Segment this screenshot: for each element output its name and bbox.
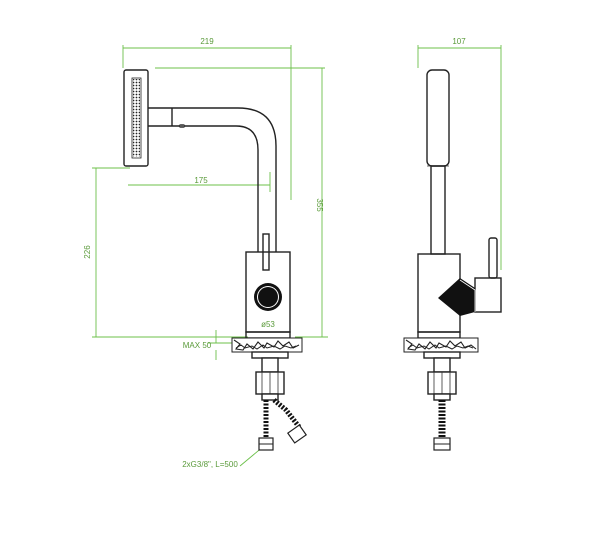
dimension-labels: 219 107 175 355 226 ø53 MAX 50 2xG3/8", … xyxy=(83,37,466,469)
countertop-section-right xyxy=(403,337,479,353)
dim-width-side: 219 xyxy=(200,37,214,46)
dim-width-front: 107 xyxy=(452,37,466,46)
dim-total-height: 355 xyxy=(315,198,324,212)
front-spray-head xyxy=(426,69,450,167)
spout-outer xyxy=(148,107,277,252)
hoses-left xyxy=(258,398,308,451)
front-lever-base xyxy=(474,277,502,313)
spray-nozzle-pattern xyxy=(133,79,140,157)
front-cartridge xyxy=(438,278,475,316)
side-view xyxy=(123,69,308,451)
countertop-section-left xyxy=(231,337,303,353)
spray-head xyxy=(123,69,149,167)
dim-spout-height: 226 xyxy=(83,245,92,259)
dim-base-diameter: ø53 xyxy=(261,320,275,329)
front-spout-neck xyxy=(430,165,446,255)
dim-max-thickness: MAX 50 xyxy=(183,341,212,350)
dim-hoses: 2xG3/8", L=500 xyxy=(182,460,238,469)
spout-inner xyxy=(148,125,259,252)
front-view xyxy=(403,69,502,451)
hose-right xyxy=(433,400,451,451)
front-lever xyxy=(488,237,498,279)
dim-spout-reach: 175 xyxy=(194,176,208,185)
dimension-lines xyxy=(92,45,502,467)
